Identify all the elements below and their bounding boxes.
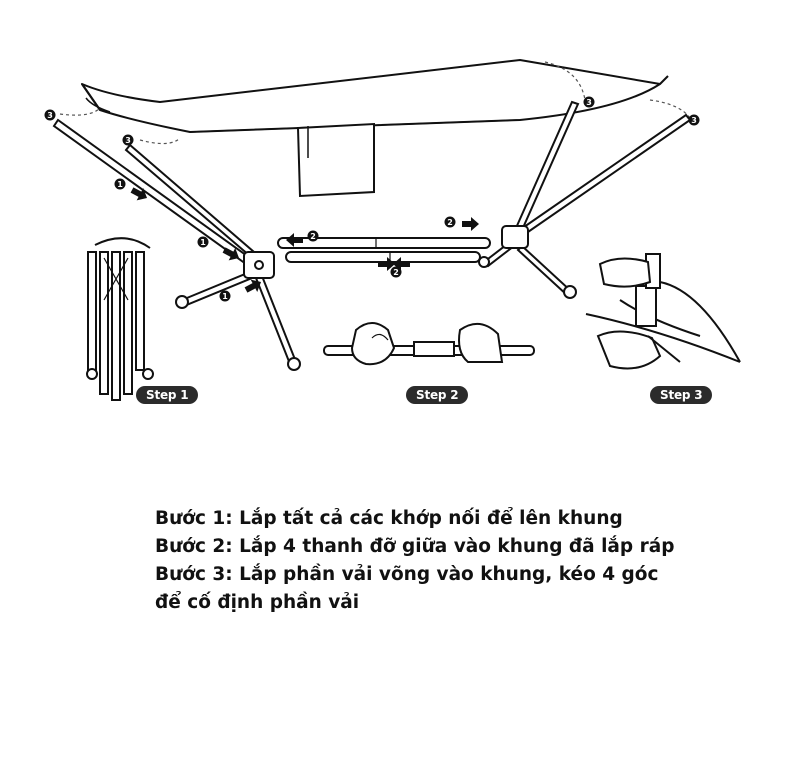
center-support-poles (277, 237, 491, 263)
left-frame-poles (52, 118, 301, 371)
step-2-badge: Step 2 (406, 386, 469, 404)
marker-2: 2 (390, 266, 402, 278)
step-number-markers: 1 1 1 2 2 2 3 3 3 3 (44, 96, 700, 302)
hammock-fabric (81, 59, 669, 133)
svg-text:3: 3 (586, 98, 592, 107)
svg-text:1: 1 (222, 292, 228, 301)
marker-1: 1 (219, 290, 231, 302)
marker-2: 2 (307, 230, 319, 242)
hands-joining-pole (323, 322, 535, 366)
marker-1: 1 (197, 236, 209, 248)
marker-2: 2 (444, 216, 456, 228)
marker-3: 3 (122, 134, 134, 146)
svg-text:2: 2 (447, 218, 453, 227)
instructions-text: Bước 1: Lắp tất cả các khớp nối để lên k… (155, 505, 715, 617)
svg-text:3: 3 (691, 116, 697, 125)
guide-lines (59, 61, 691, 145)
hammock-pocket (296, 122, 375, 198)
instruction-line: Bước 3: Lắp phần vải võng vào khung, kéo… (155, 564, 659, 585)
svg-text:1: 1 (200, 238, 206, 247)
right-frame-poles (478, 100, 692, 299)
marker-1: 1 (114, 178, 126, 190)
instruction-line: để cố định phần vải (155, 592, 360, 613)
svg-text:1: 1 (117, 180, 123, 189)
assembly-diagram: 1 1 1 2 2 2 3 3 3 3 (44, 59, 741, 401)
step-1-badge: Step 1 (136, 386, 199, 404)
folded-frame (86, 237, 154, 401)
marker-3: 3 (583, 96, 595, 108)
svg-text:2: 2 (310, 232, 316, 241)
svg-text:3: 3 (47, 111, 53, 120)
marker-3: 3 (688, 114, 700, 126)
step3-fabric-corner (585, 253, 741, 370)
marker-3: 3 (44, 109, 56, 121)
step-3-badge: Step 3 (650, 386, 713, 404)
svg-text:2: 2 (393, 268, 399, 277)
instruction-line: Bước 1: Lắp tất cả các khớp nối để lên k… (155, 508, 623, 529)
svg-text:3: 3 (125, 136, 131, 145)
instruction-line: Bước 2: Lắp 4 thanh đỡ giữa vào khung đã… (155, 536, 675, 557)
